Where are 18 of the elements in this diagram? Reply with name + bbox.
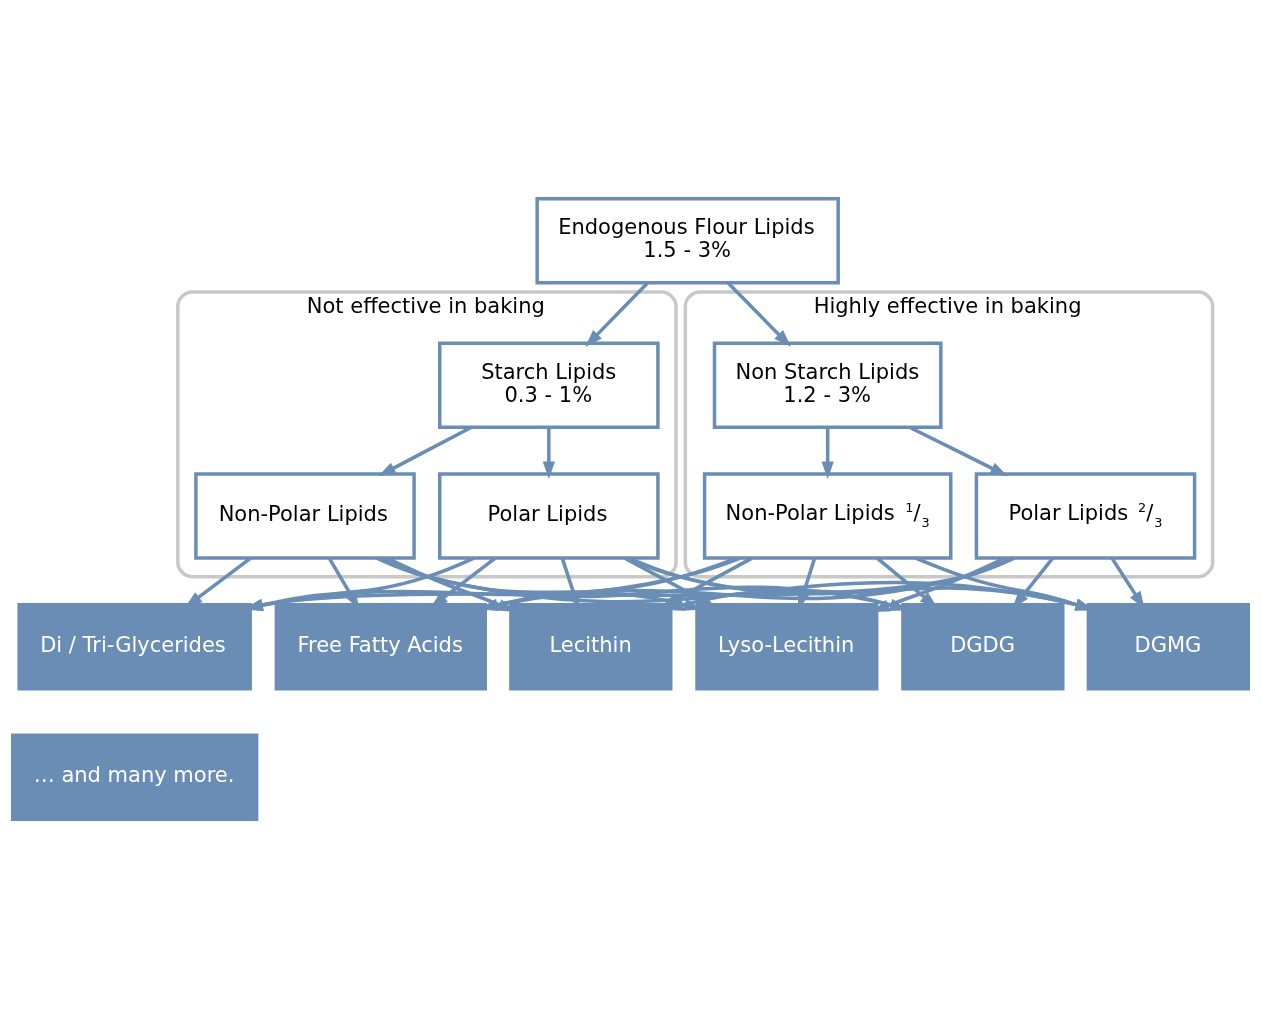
node-box: Non-Polar Lipids [194,472,416,560]
node-box: Lecithin [509,602,673,691]
arrow [821,427,834,480]
node-box: Starch Lipids 0.3 - 1% [438,341,660,430]
node-box: Non Starch Lipids 1.2 - 3% [712,341,943,430]
node-box: Di / Tri-Glycerides [17,602,252,691]
arrow [542,427,555,480]
node-box: DGMG [1086,602,1250,691]
node-box: Lyso-Lecithin [695,602,879,691]
arrow [726,281,791,347]
arrow [585,281,649,347]
node-box: Free Fatty Acids [274,602,487,691]
node-box: Polar Lipids $^{2}$/$_{3}$ [974,472,1197,560]
node-box: DGDG [901,602,1065,691]
node-box: Polar Lipids [438,472,660,560]
node-box: … and many more. [11,733,259,822]
node-box: Endogenous Flour Lipids 1.5 - 3% [535,196,840,285]
node-box: Non-Polar Lipids $^{1}$/$_{3}$ [702,472,953,560]
